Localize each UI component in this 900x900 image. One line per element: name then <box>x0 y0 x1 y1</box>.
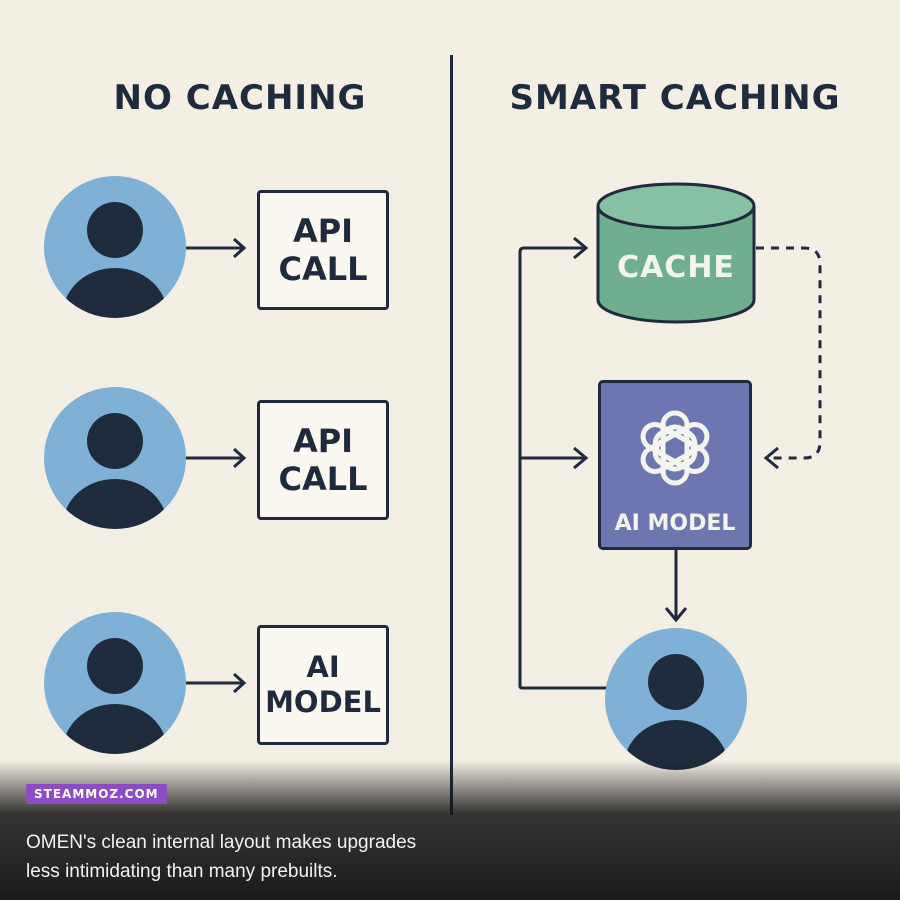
box-line-2: CALL <box>278 460 368 498</box>
box-line-1: API <box>292 421 354 460</box>
caption-line-2: less intimidating than many prebuilts. <box>26 861 338 882</box>
ai-knot-logo-icon <box>640 410 710 486</box>
arrow-down-icon <box>664 607 688 623</box>
api-call-box: API CALL <box>257 400 389 520</box>
smart-caching-title: SMART CACHING <box>509 78 841 118</box>
api-call-box: API CALL <box>257 190 389 310</box>
user-avatar-icon <box>44 176 186 318</box>
box-line-2: MODEL <box>265 685 381 719</box>
ai-model-box: AI MODEL <box>257 625 389 745</box>
caption-overlay <box>0 760 900 900</box>
source-badge: STEAMMOZ.COM <box>26 784 167 804</box>
arrow-dashed-icon <box>763 446 779 470</box>
cache-label: CACHE <box>617 250 735 285</box>
flow-connectors <box>518 236 822 690</box>
ai-model-label: AI MODEL <box>614 511 736 536</box>
section-divider <box>450 55 453 815</box>
arrow-to-cache-icon <box>573 236 589 260</box>
arrow-icon <box>186 447 247 469</box>
arrow-icon <box>186 672 247 694</box>
user-avatar-icon <box>44 612 186 754</box>
arrow-to-model-icon <box>573 446 589 470</box>
arrow-icon <box>186 237 247 259</box>
caption-text: OMEN's clean internal layout makes upgra… <box>26 828 586 886</box>
user-avatar-icon <box>44 387 186 529</box>
no-caching-title: NO CACHING <box>113 78 367 118</box>
box-line-1: AI <box>306 650 340 685</box>
loop-line <box>518 246 608 690</box>
user-avatar-icon <box>605 628 747 770</box>
box-line-2: CALL <box>278 250 368 288</box>
ai-model-card: AI MODEL <box>598 380 752 550</box>
dashed-line <box>756 246 822 460</box>
caption-line-1: OMEN's clean internal layout makes upgra… <box>26 832 417 853</box>
database-cylinder-icon <box>596 182 756 324</box>
box-line-1: API <box>292 211 354 250</box>
